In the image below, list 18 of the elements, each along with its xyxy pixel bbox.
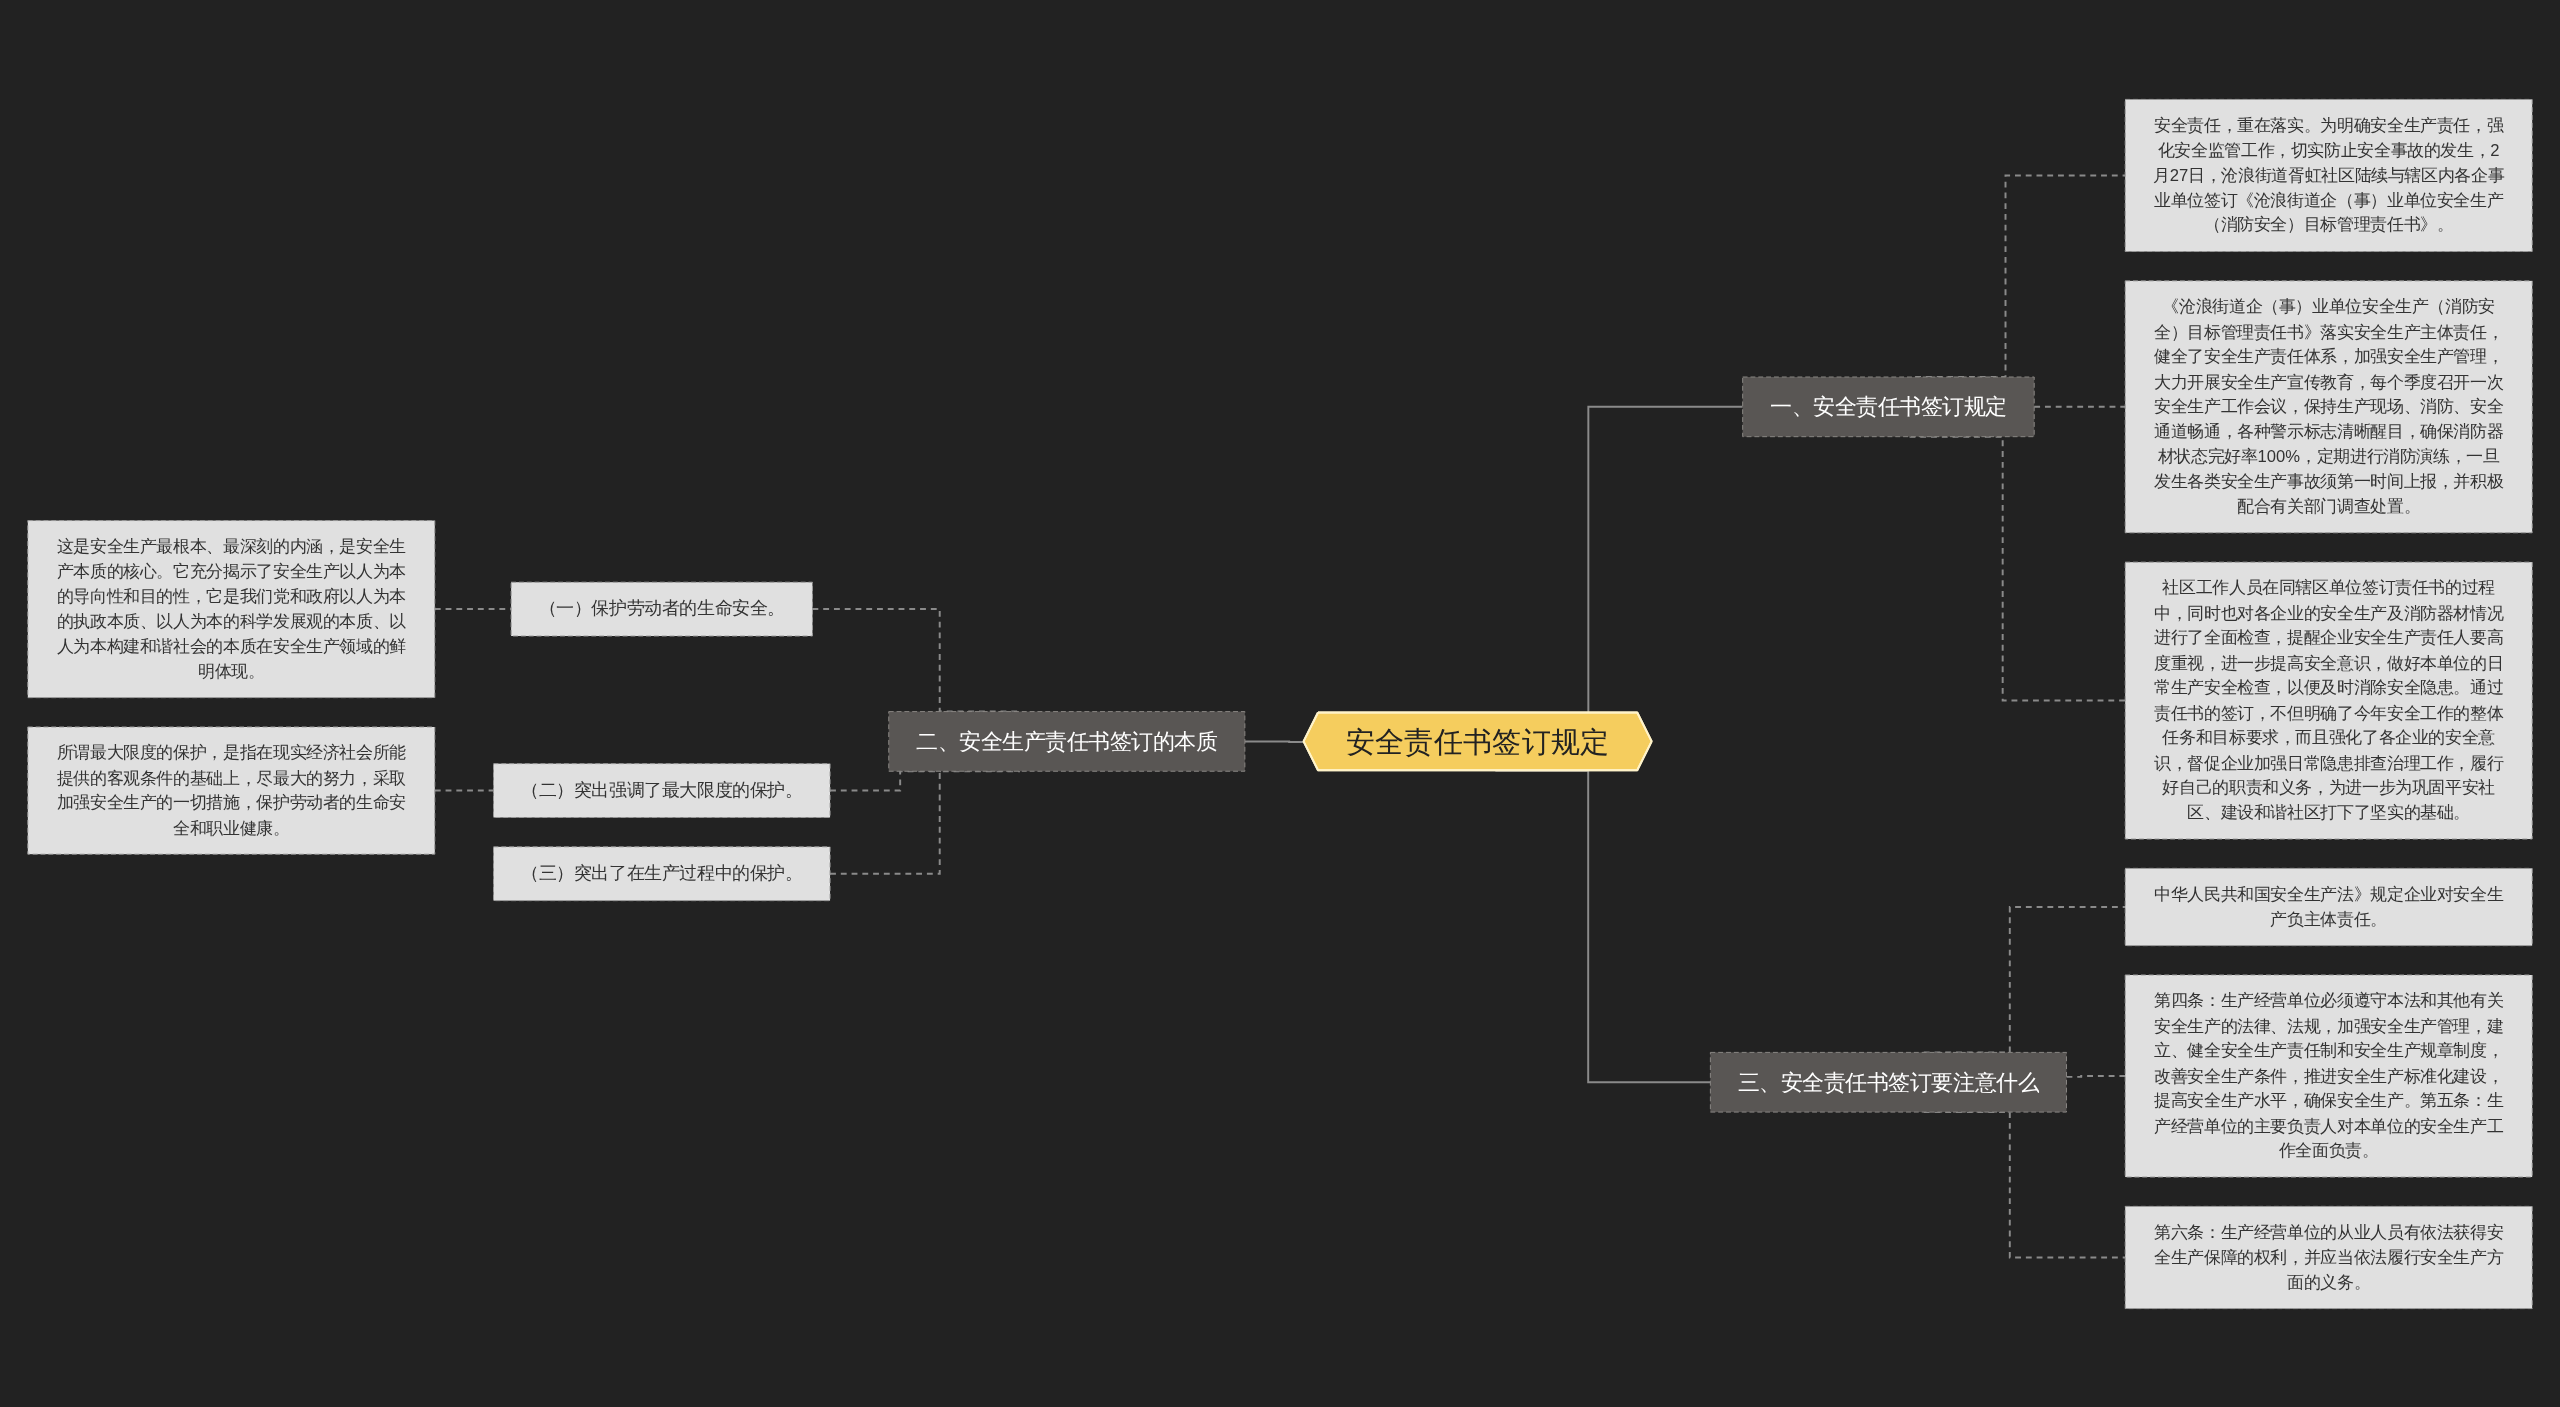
node-box: 三、安全责任书签订要注意什么 bbox=[1709, 1051, 2067, 1113]
node-box: 所谓最大限度的保护，是指在现实经济社会所能提供的客观条件的基础上，尽最大的努力，采取加强安全生产的一切措施，保护劳动者的生命安全和职业健康。 bbox=[27, 726, 436, 855]
node-box: 《沧浪街道企（事）业单位安全生产（消防安全）目标管理责任书》落实安全生产主体责任，健全了安全生产责任体系，加强安全生产管理，大力开展安全生产宣传教育，每个季度召开一次安全生产工作会议，保持生产现场、消防、安全通道畅通，各种警示标志清晰醒目，确保消防器材状态完好率100%，定期进行消防演练，一旦发生各类安全生产事故须第一时间上报，并积极配合有关部门调查处置。 bbox=[2124, 279, 2533, 533]
node-box: 第四条：生产经营单位必须遵守本法和其他有关安全生产的法律、法规，加强安全生产管理，建立、健全安全生产责任制和安全生产规章制度，改善安全生产条件，推进安全生产标准化建设，提高安全生产水平，确保安全生产。第五条：生产经营单位的主要负责人对本单位的安全生产工作全面负责。 bbox=[2124, 974, 2533, 1177]
node-box: （二）突出强调了最大限度的保护。 bbox=[493, 762, 831, 818]
node-box: （一）保护劳动者的生命安全。 bbox=[510, 581, 813, 636]
connector bbox=[433, 789, 495, 792]
connector bbox=[2065, 1074, 2127, 1078]
node-box: 中华人民共和国安全生产法》规定企业对安全生产负主体责任。 bbox=[2124, 867, 2533, 946]
node-box: 一、安全责任书签订规定 bbox=[1742, 376, 2035, 437]
node-box: 第六条：生产经营单位的从业人员有依法获得安全生产保障的权利，并应当依法履行安全生产方面的义务。 bbox=[2124, 1205, 2533, 1309]
connector bbox=[1494, 769, 1712, 1083]
connector bbox=[2033, 405, 2127, 408]
node-box: 这是安全生产最根本、最深刻的内涵，是安全生产本质的核心。它充分揭示了安全生产以人为本的导向性和目的性，它是我们党和政府以人为本的执政本质、以人为本的科学发展观的本质、以人为本构建和谐社会的本质在安全生产领域的鲜明体现。 bbox=[27, 519, 436, 698]
node-box: 二、安全生产责任书签订的本质 bbox=[888, 710, 1246, 772]
node-box: 社区工作人员在同辖区单位签订责任书的过程中，同时也对各企业的安全生产及消防器材情况进行了全面检查，提醒企业安全生产责任人要高度重视，进一步提高安全意识，做好本单位的日常生产安全检查，以便及时消除安全隐患。通过责任书的签订，不但明确了今年安全工作的整体任务和目标要求，而且强化了各企业的安全意识，督促企业加强日常隐患排查治理工作，履行好自己的职责和义务，为进一步为巩固平安社区、建设和谐社区打下了坚实的基础。 bbox=[2124, 561, 2533, 839]
node-box: （三）突出了在生产过程中的保护。 bbox=[493, 845, 831, 901]
node-box: 安全责任，重在落实。为明确安全生产责任，强化安全监管工作，切实防止安全事故的发生，2月27日，沧浪街道胥虹社区陆续与辖区内各企事业单位签订《沧浪街道企（事）业单位安全生产（消防安全）目标管理责任书》。 bbox=[2124, 98, 2533, 252]
